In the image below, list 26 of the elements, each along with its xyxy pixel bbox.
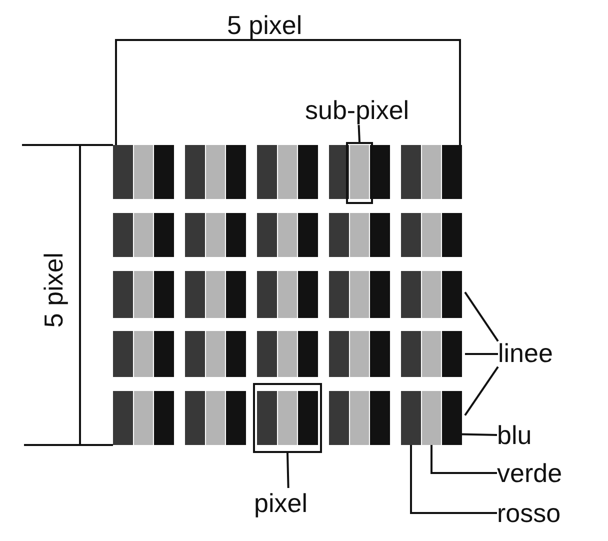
sub-pixel-stripe [401, 391, 421, 445]
leader-line [410, 445, 497, 514]
leader-line [358, 124, 360, 142]
pixel-row [113, 213, 465, 257]
callout-label: sub-pixel [305, 95, 410, 125]
callout-label: rosso [497, 498, 561, 528]
sub-pixel-stripe [422, 391, 441, 445]
dimension-label: 5 pixel [38, 252, 69, 328]
callout-label: blu [497, 420, 532, 450]
leader-line [462, 433, 498, 436]
highlight-frame [253, 383, 322, 453]
pixel-row [113, 145, 465, 199]
leader-line [464, 292, 499, 342]
pixel-row [113, 391, 465, 445]
highlight-frame [346, 142, 373, 204]
callout-label: linee [498, 338, 553, 368]
callout-label: pixel [254, 488, 308, 518]
sub-pixel-stripe [442, 391, 462, 445]
pixel-row [113, 271, 465, 318]
leader-line [465, 353, 498, 355]
leader-line [430, 445, 497, 474]
leader-line [286, 452, 290, 488]
callout-label: verde [497, 458, 562, 488]
leader-line [464, 366, 499, 416]
pixel-row [113, 331, 465, 377]
dimension-label: 5 pixel [227, 10, 302, 40]
